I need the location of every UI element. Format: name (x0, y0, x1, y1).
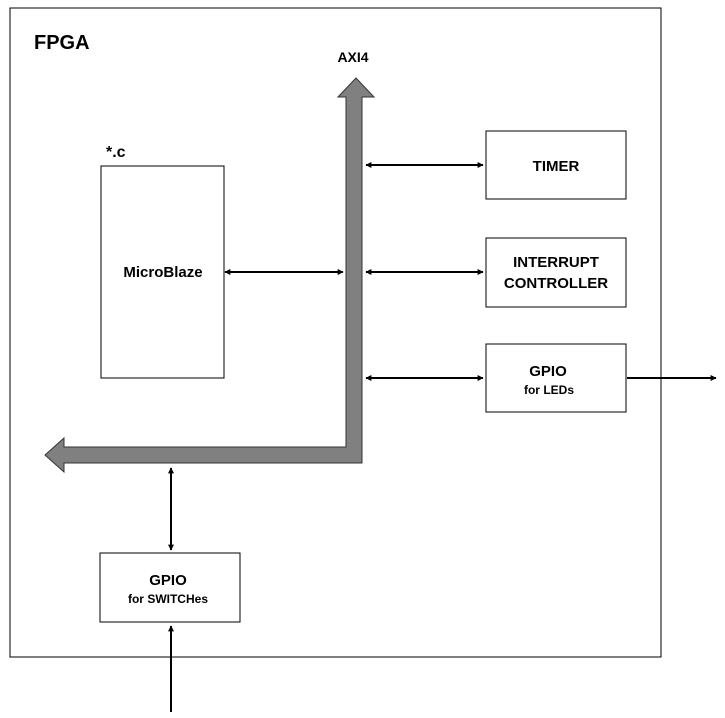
microblaze-block: MicroBlaze (100, 165, 225, 379)
gpio-switches-title: GPIO (149, 572, 187, 589)
axi4-label: AXI4 (337, 49, 368, 65)
source-file-label: *.c (106, 144, 126, 161)
axi4-bus (44, 77, 376, 474)
interrupt-controller-label-line1: INTERRUPT (513, 254, 599, 271)
gpio-switches-subtitle: for SWITCHes (128, 592, 208, 606)
interrupt-controller-label-line2: CONTROLLER (504, 275, 608, 292)
gpio-switches-block: GPIO for SWITCHes (99, 552, 241, 623)
timer-label: TIMER (533, 158, 580, 175)
microblaze-label: MicroBlaze (123, 264, 202, 281)
timer-block: TIMER (485, 130, 627, 200)
gpio-leds-block: GPIO for LEDs (485, 343, 627, 413)
gpio-leds-subtitle: for LEDs (524, 383, 574, 397)
fpga-boundary (9, 7, 662, 658)
fpga-title: FPGA (34, 32, 90, 54)
interrupt-controller-block: INTERRUPT CONTROLLER (485, 237, 627, 308)
gpio-leds-title: GPIO (529, 363, 567, 380)
